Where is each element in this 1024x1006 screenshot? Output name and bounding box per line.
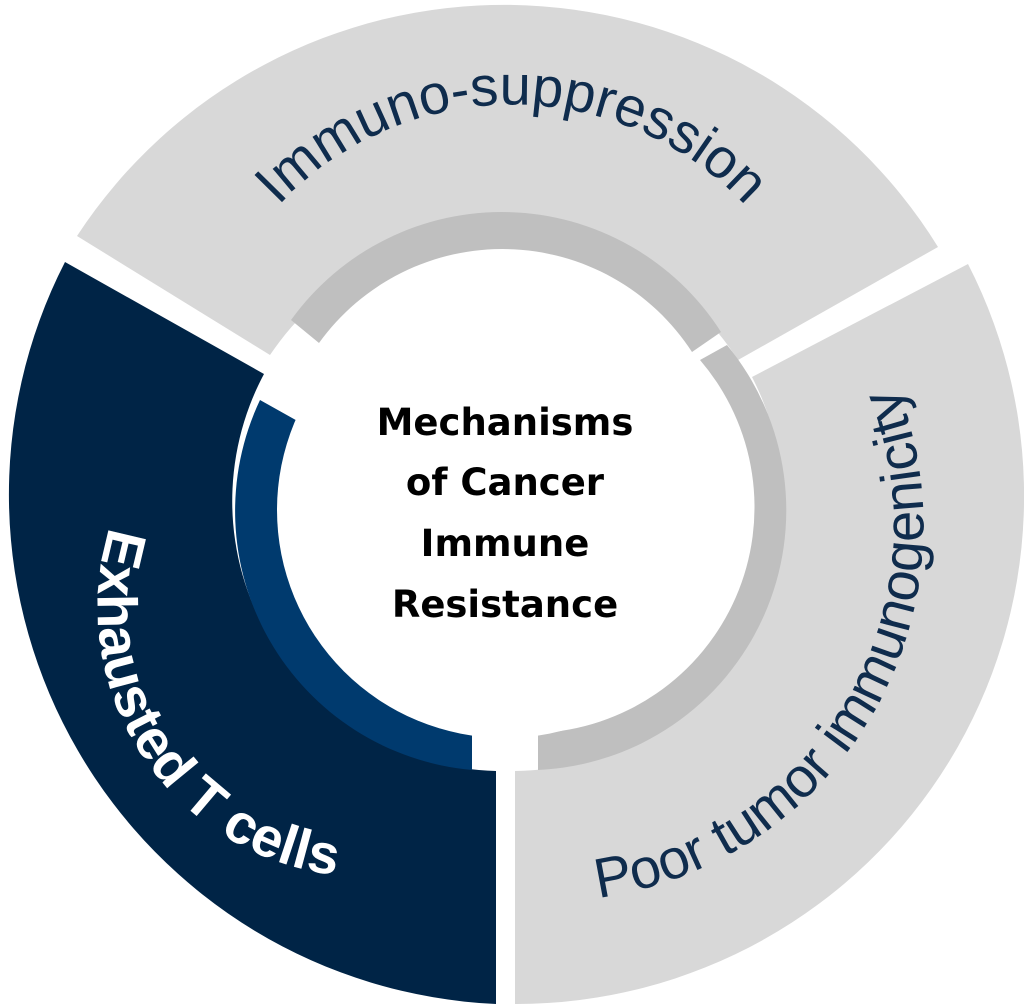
center-title-line-1: Mechanisms: [377, 401, 634, 444]
segment-immunosuppression-outer: [77, 4, 938, 360]
segment-immunosuppression-inner: [291, 212, 721, 352]
center-hub: [277, 282, 733, 738]
segment-poor-immunogenicity-outer: [515, 264, 1024, 1005]
center-title-line-3: Immune: [421, 522, 590, 565]
segment-poor-immunogenicity-inner: [538, 345, 787, 770]
center-title-line-4: Resistance: [392, 583, 618, 626]
segment-exhausted-tcells-outer: [8, 262, 496, 1004]
center-title-line-2: of Cancer: [406, 461, 605, 504]
